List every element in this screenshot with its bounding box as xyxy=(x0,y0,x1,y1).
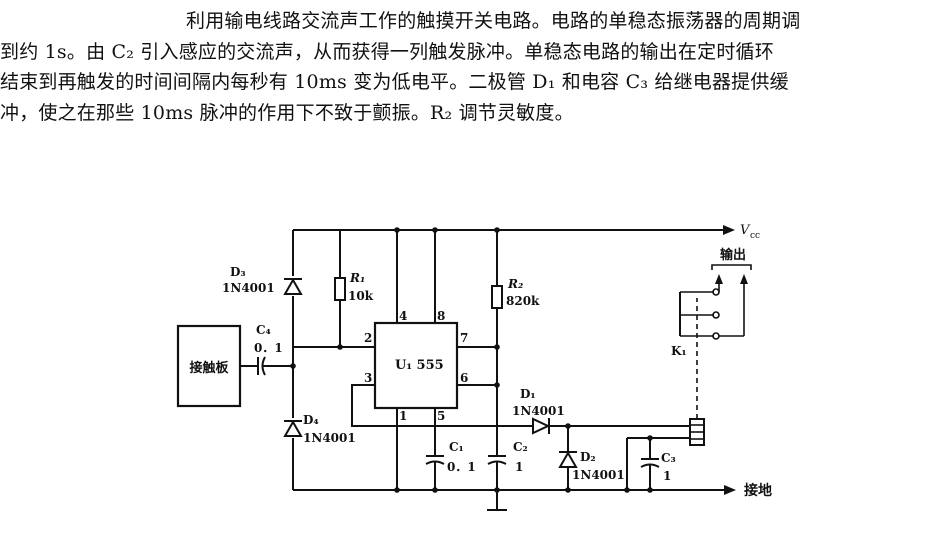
d2-part: 1N4001 xyxy=(572,468,625,482)
d3-part: 1N4001 xyxy=(222,281,275,295)
description-line-3: 结束到再触发的时间间隔内每秒有 10ms 变为低电平。二极管 D₁ 和电容 C₃… xyxy=(0,71,789,93)
r1-name: R₁ xyxy=(349,271,365,285)
capacitor-c4: C₄ 0．1 xyxy=(240,323,296,376)
c1-value: 0．1 xyxy=(447,460,476,474)
capacitor-c3: C₃ 1 xyxy=(624,435,690,493)
ground-rail: 接地 xyxy=(293,482,772,511)
pin-2: 2 xyxy=(364,331,372,345)
relay-k1: 输出 K₁ xyxy=(671,247,752,446)
d2-name: D₂ xyxy=(580,450,596,464)
pin-6: 6 xyxy=(460,371,468,385)
description-line-4: 冲，使之在那些 10ms 脉冲的作用下不致于颤振。R₂ 调节灵敏度。 xyxy=(0,101,574,124)
c3-name: C₃ xyxy=(661,451,676,465)
c2-value: 1 xyxy=(515,460,523,474)
d4-name: D₄ xyxy=(303,413,319,427)
description-line-1: 利用输电线路交流声工作的触摸开关电路。电路的单稳态振荡器的周期调 xyxy=(186,10,801,32)
pin-1: 1 xyxy=(399,409,407,423)
k1-name: K₁ xyxy=(671,344,687,358)
touch-plate-label: 接触板 xyxy=(189,360,229,376)
pin-5: 5 xyxy=(437,409,445,423)
c4-value: 0．1 xyxy=(254,341,283,355)
d3-name: D₃ xyxy=(230,265,246,279)
description-line-2: 到约 1s。由 C₂ 引入感应的交流声，从而获得一列触发脉冲。单稳态电路的输出在… xyxy=(0,40,774,63)
r2-value: 820k xyxy=(506,294,540,308)
resistor-r2: R₂ 820k xyxy=(491,227,540,385)
resistor-r1: R₁ 10k xyxy=(334,230,374,350)
c3-value: 1 xyxy=(663,469,671,483)
pin-8: 8 xyxy=(437,309,445,323)
diode-d3: D₃ 1N4001 xyxy=(222,265,303,295)
capacitor-c2: C₂ 1 xyxy=(487,385,528,493)
diode-d4: D₄ 1N4001 xyxy=(283,413,356,445)
d4-part: 1N4001 xyxy=(303,431,356,445)
ground-label: 接地 xyxy=(744,482,772,499)
touch-plate: 接触板 xyxy=(176,324,242,408)
r2-name: R₂ xyxy=(507,277,523,291)
pin-7: 7 xyxy=(460,331,468,345)
circuit-description: 利用输电线路交流声工作的触摸开关电路。电路的单稳态振荡器的周期调 到约 1s。由… xyxy=(0,6,945,128)
diode-d1: D₁ 1N4001 xyxy=(512,387,690,435)
c2-name: C₂ xyxy=(513,440,528,454)
capacitor-c1: C₁ 0．1 xyxy=(425,408,476,493)
ic-555: U₁ 555 4 8 2 7 3 6 1 5 xyxy=(364,227,500,493)
pin-4: 4 xyxy=(399,309,407,323)
diode-d2: D₂ 1N4001 xyxy=(558,423,625,493)
d1-name: D₁ xyxy=(520,387,536,401)
vcc-rail: V cc xyxy=(293,223,760,241)
pin-3: 3 xyxy=(364,371,372,385)
c1-name: C₁ xyxy=(449,440,464,454)
vcc-label: V xyxy=(740,223,751,238)
pin3-output-wire xyxy=(351,384,532,427)
r1-value: 10k xyxy=(348,289,374,303)
d1-part: 1N4001 xyxy=(512,404,565,418)
c4-name: C₄ xyxy=(256,323,271,337)
vcc-subscript: cc xyxy=(750,231,760,241)
output-label: 输出 xyxy=(720,247,746,263)
ic-label: U₁ 555 xyxy=(395,358,444,373)
